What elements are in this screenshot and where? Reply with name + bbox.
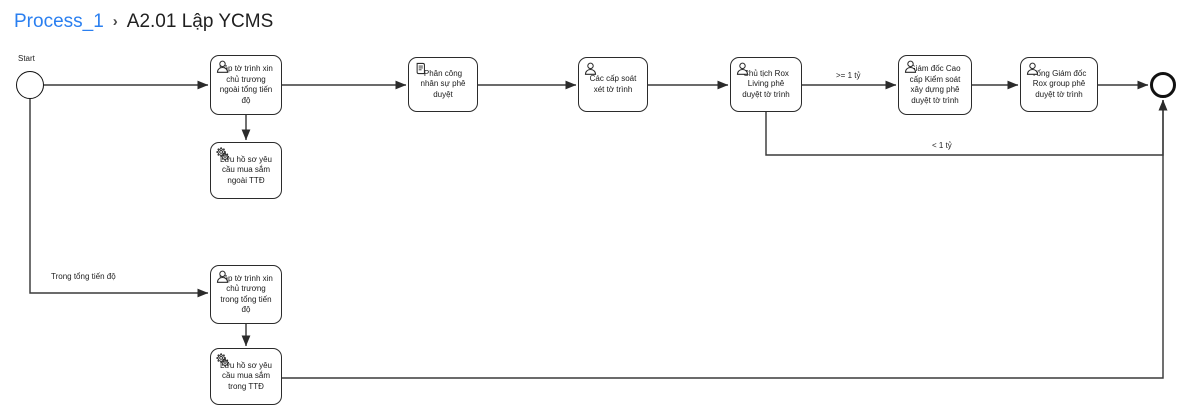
- task-label: Lưu hồ sơ yêu cầu mua sắm ngoài TTĐ: [220, 154, 272, 185]
- task-luu-ho-so-trong-ttd[interactable]: Lưu hồ sơ yêu cầu mua sắm trong TTĐ: [210, 348, 282, 405]
- flow-label-trong-tong-tien-do: Trong tổng tiến độ: [48, 272, 119, 281]
- flow-start-to-t8: [29, 99, 209, 298]
- task-label: Lập tờ trình xin chủ trương trong tổng t…: [219, 273, 273, 315]
- task-cac-cap-soat-xet[interactable]: Các cấp soát xét tờ trình: [578, 57, 648, 112]
- task-label: Phân công nhân sự phê duyệt: [420, 68, 466, 99]
- chevron-right-icon: ›: [112, 13, 118, 30]
- breadcrumb-parent-link[interactable]: Process_1: [14, 11, 104, 32]
- task-lap-to-trinh-trong-ttd[interactable]: Lập tờ trình xin chủ trương trong tổng t…: [210, 265, 282, 324]
- task-label: Lưu hồ sơ yêu cầu mua sắm trong TTĐ: [220, 360, 272, 391]
- task-phan-cong-nhan-su[interactable]: Phân công nhân sự phê duyệt: [408, 57, 478, 112]
- flow-t9-to-end: [282, 99, 1168, 379]
- task-tong-giam-doc-rox-group[interactable]: Tổng Giám đốc Rox group phê duyệt tờ trì…: [1020, 57, 1098, 112]
- start-event-label: Start: [18, 54, 35, 63]
- task-chu-tich-rox-living[interactable]: Chủ tịch Rox Living phê duyệt tờ trình: [730, 57, 802, 112]
- breadcrumb: Process_1 › A2.01 Lập YCMS: [14, 9, 273, 35]
- task-label: Chủ tịch Rox Living phê duyệt tờ trình: [742, 68, 790, 99]
- task-luu-ho-so-ngoai-ttd[interactable]: Lưu hồ sơ yêu cầu mua sắm ngoài TTĐ: [210, 142, 282, 199]
- task-label: Giám đốc Cao cấp Kiểm soát xây dựng phê …: [909, 64, 961, 105]
- flow-label-lt-1-ty: < 1 tỷ: [929, 141, 955, 150]
- start-event[interactable]: [16, 71, 44, 99]
- task-lap-to-trinh-ngoai-ttd[interactable]: Lập tờ trình xin chủ trương ngoài tổng t…: [210, 55, 282, 115]
- flow-label-gte-1-ty: >= 1 tỷ: [833, 71, 864, 80]
- end-event[interactable]: [1150, 72, 1176, 98]
- task-label: Tổng Giám đốc Rox group phê duyệt tờ trì…: [1031, 68, 1087, 99]
- task-label: Lập tờ trình xin chủ trương ngoài tổng t…: [219, 64, 273, 105]
- task-giam-doc-cao-cap[interactable]: Giám đốc Cao cấp Kiểm soát xây dựng phê …: [898, 55, 972, 115]
- breadcrumb-current: A2.01 Lập YCMS: [126, 11, 274, 32]
- task-label: Các cấp soát xét tờ trình: [589, 74, 637, 94]
